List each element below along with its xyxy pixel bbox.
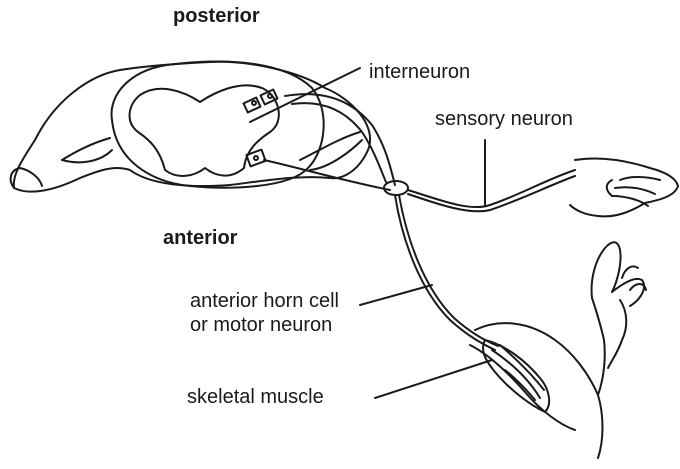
label-anterior: anterior [163, 226, 237, 250]
label-skeletal-muscle: skeletal muscle [187, 385, 324, 409]
label-motor-neuron-line2: or motor neuron [190, 313, 339, 337]
arm-with-raised-hand [375, 242, 646, 458]
label-sensory-neuron: sensory neuron [435, 107, 573, 131]
interneuron-cells [244, 90, 278, 167]
skeletal-muscle-shape [483, 340, 549, 412]
label-posterior: posterior [173, 4, 260, 28]
muscle-leader-line [375, 360, 492, 398]
motor-neuron-leader-line [360, 285, 432, 305]
label-motor-neuron-line1: anterior horn cell [190, 289, 339, 313]
hand-stimulus [570, 158, 678, 216]
label-interneuron: interneuron [369, 60, 470, 84]
label-motor-neuron: anterior horn cell or motor neuron [190, 289, 339, 337]
